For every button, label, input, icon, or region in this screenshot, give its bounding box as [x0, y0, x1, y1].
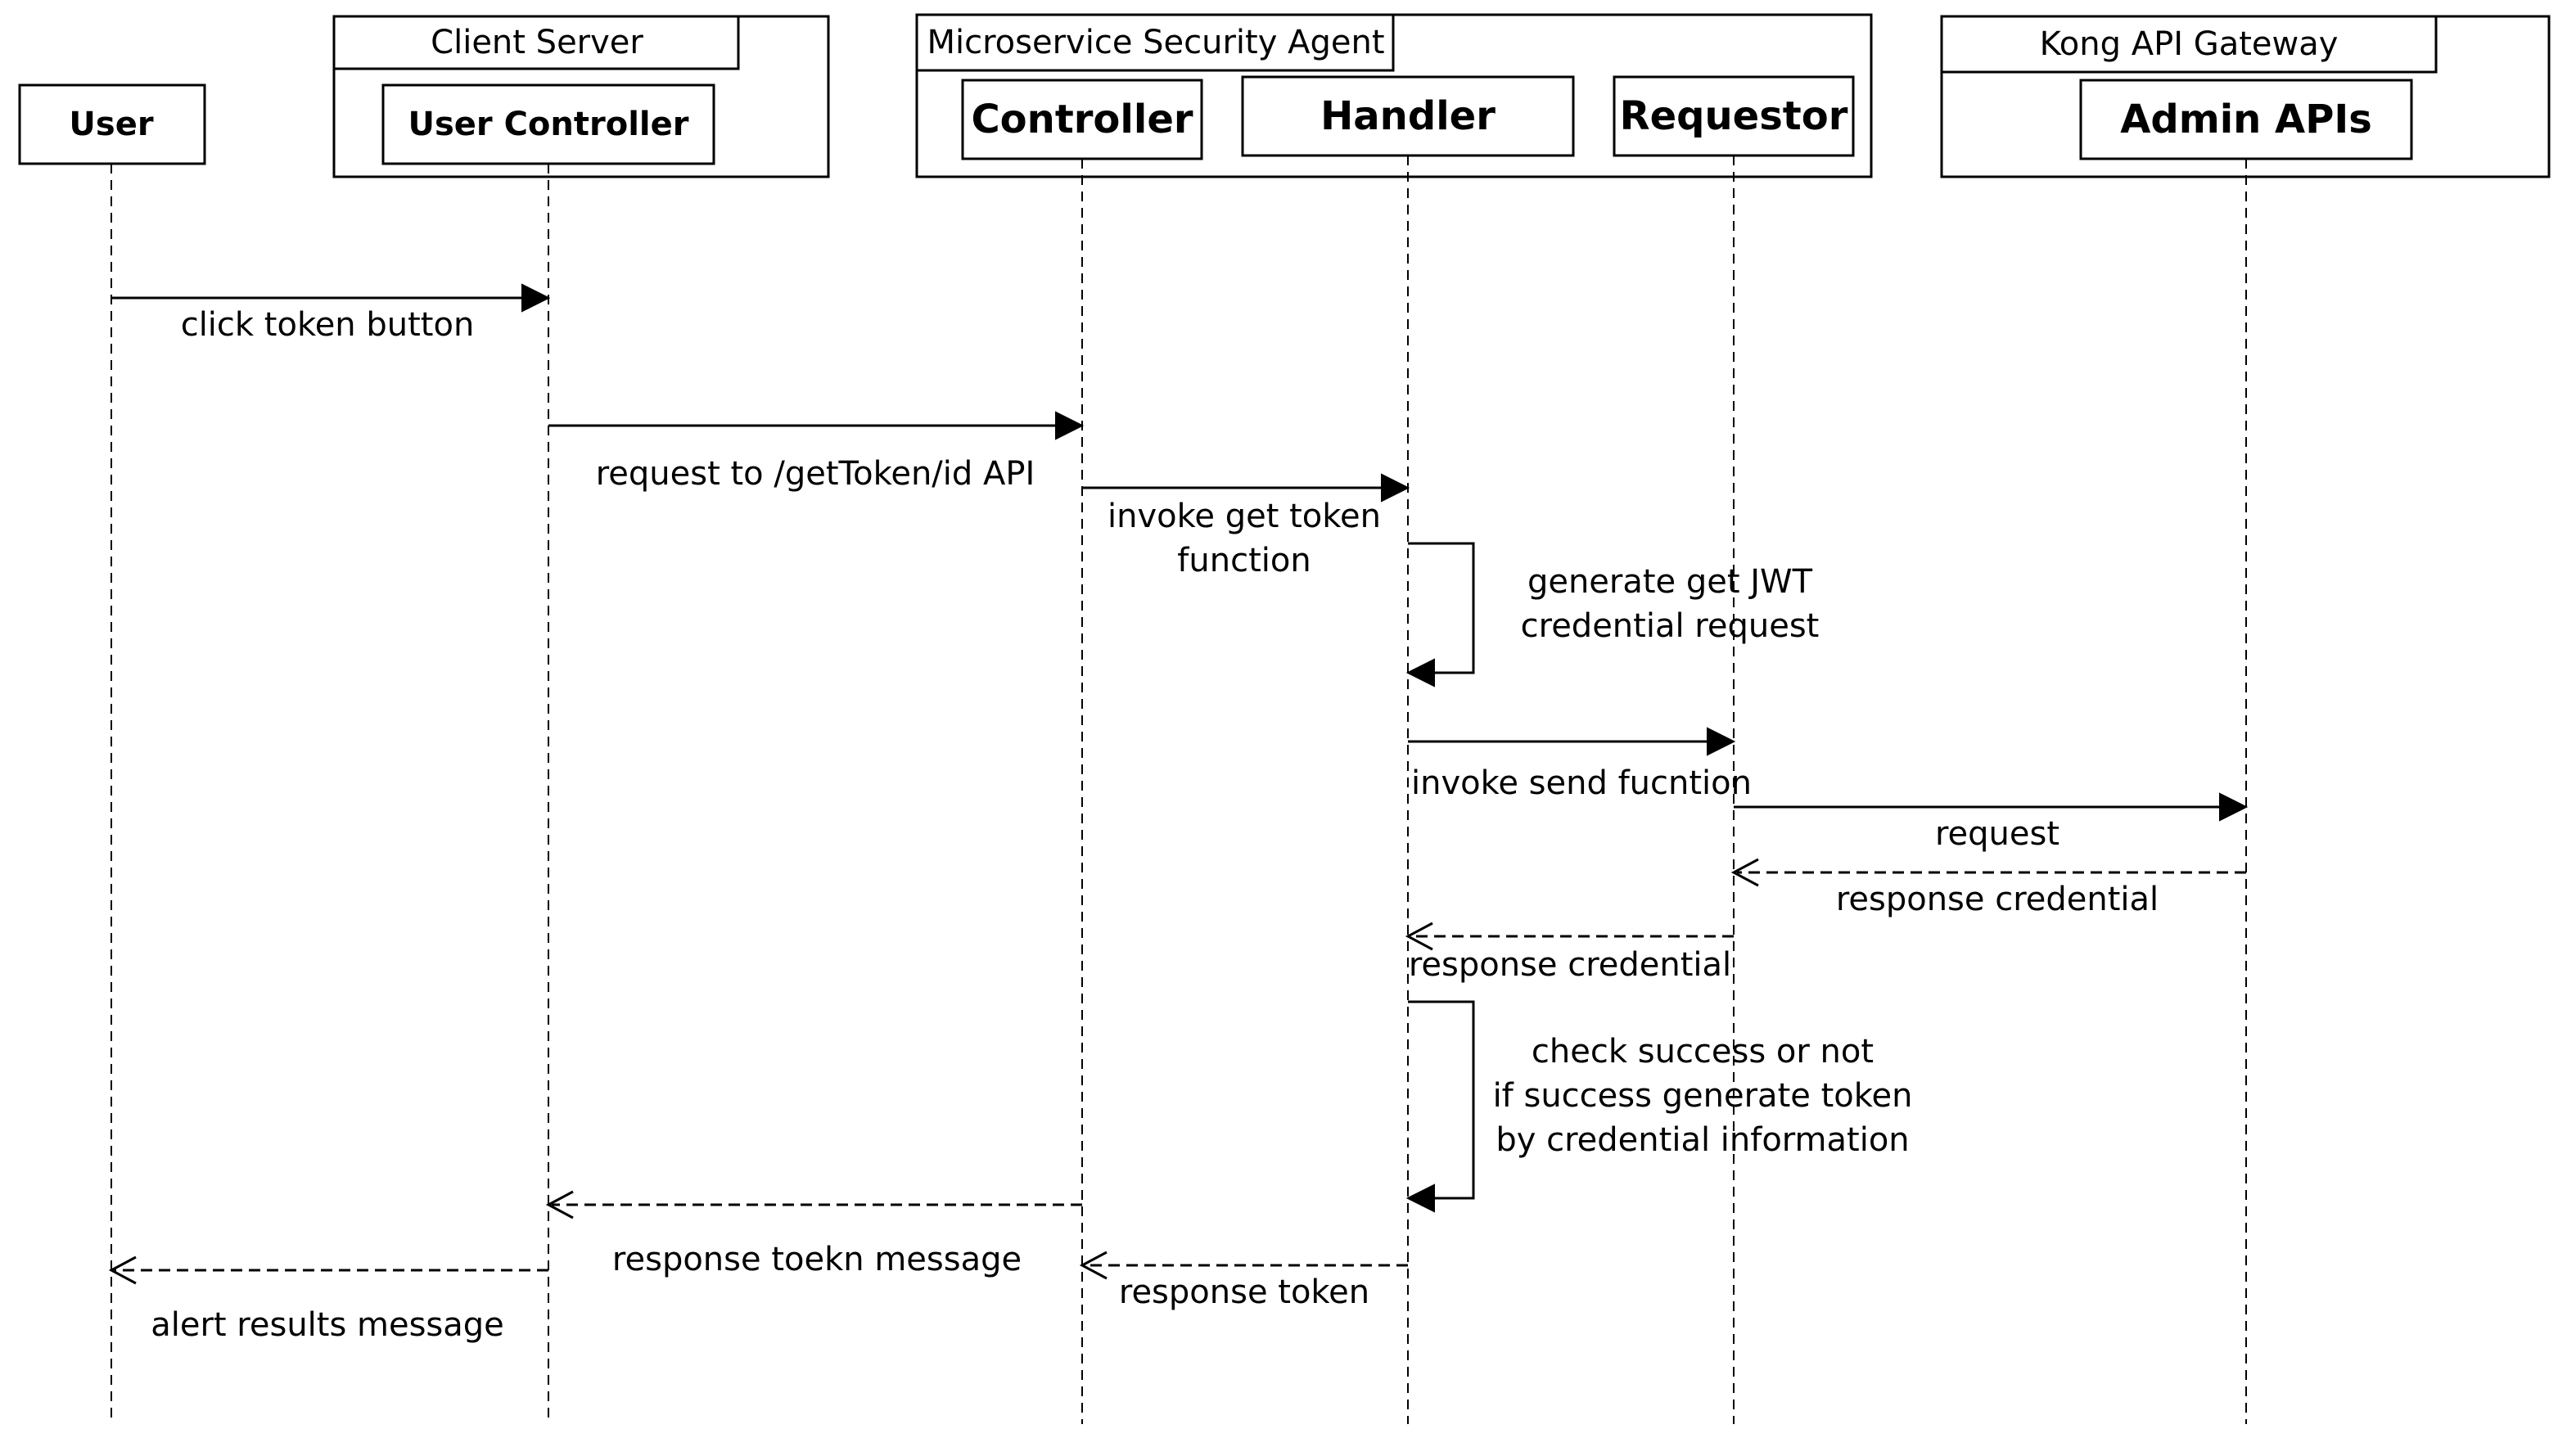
participant-name: Admin APIs [2120, 97, 2372, 142]
participant-name: Handler [1320, 93, 1496, 139]
message-m8: response credential [1405, 922, 1734, 984]
frame-title: Kong API Gateway [2040, 25, 2339, 63]
participant-requestor: Requestor [1613, 75, 1855, 157]
participant-box [18, 83, 206, 165]
message-label: response credential [1836, 881, 2159, 918]
participant-name: Controller [971, 97, 1193, 142]
self-message-line [1408, 542, 1475, 674]
self-message-line [1408, 1000, 1475, 1200]
arrowhead-solid [1055, 411, 1085, 440]
participant-name: User Controller [408, 106, 689, 143]
message-label-line: response token [1119, 1273, 1369, 1311]
arrowhead-solid [1707, 727, 1736, 756]
message-m9: check success or not if success generate … [1405, 1000, 1913, 1213]
frame-title-tab [1940, 15, 2438, 74]
message-label: request [1935, 815, 2059, 853]
message-label: response toekn message [612, 1241, 1022, 1278]
message-label-line: check success or not [1532, 1033, 1874, 1071]
frame-title: Microservice Security Agent [927, 24, 1384, 61]
message-m6: request [1734, 792, 2249, 853]
message-label: check success or not if success generate … [1493, 1033, 1913, 1159]
arrowhead-open [545, 1190, 574, 1219]
message-m4: generate get JWT credential request [1405, 542, 1820, 687]
arrowhead-solid [1405, 658, 1435, 687]
arrowhead-open [1079, 1251, 1108, 1280]
message-m1: click token button [111, 283, 551, 344]
message-label-line: invoke get token [1108, 498, 1381, 535]
message-label-line: click token button [181, 306, 475, 344]
messages: click token button request to /getToken/i… [108, 283, 2249, 1344]
participant-box [961, 79, 1203, 160]
message-m11: response token [1079, 1251, 1408, 1311]
participant-user-controller: User Controller [381, 83, 715, 165]
frame-title: Client Server [431, 24, 643, 61]
message-label-line: invoke send fucntion [1411, 764, 1752, 802]
message-label-line: request to /getToken/id API [596, 455, 1035, 493]
arrowhead-open [1730, 858, 1759, 887]
message-label-line: if success generate token [1493, 1077, 1913, 1115]
arrowhead-solid [1381, 473, 1410, 503]
message-label-line: response toekn message [612, 1241, 1022, 1278]
message-label-line: response credential [1409, 946, 1731, 984]
participant-controller: Controller [961, 79, 1203, 160]
arrowhead-open [1405, 922, 1433, 951]
participants: User User Controller Controller Handler Requ… [18, 75, 2413, 165]
participant-box [381, 83, 715, 165]
arrowhead-open [108, 1255, 137, 1285]
participant-name: User [69, 106, 153, 143]
lifelines [111, 156, 2247, 1424]
participant-box [1241, 75, 1575, 157]
message-m2: request to /getToken/id API [548, 411, 1085, 493]
message-m5: invoke send fucntion [1408, 727, 1752, 802]
message-label-line: alert results message [151, 1306, 504, 1344]
message-label: generate get JWT credential request [1521, 563, 1820, 645]
message-m12: alert results message [108, 1255, 548, 1344]
arrowhead-solid [521, 283, 551, 313]
message-label: invoke send fucntion [1411, 764, 1752, 802]
participant-name: Requestor [1620, 93, 1848, 139]
message-label: response credential [1409, 946, 1731, 984]
participant-user: User [18, 83, 206, 165]
message-m3: invoke get token function [1082, 473, 1410, 579]
message-label-line: credential request [1521, 607, 1820, 645]
participant-handler: Handler [1241, 75, 1575, 157]
message-label-line: by credential information [1496, 1121, 1909, 1159]
message-label-line: function [1177, 542, 1311, 579]
message-label: request to /getToken/id API [596, 455, 1035, 493]
message-m10: response toekn message [545, 1190, 1082, 1278]
message-label: invoke get token function [1108, 498, 1381, 579]
participant-admin-apis: Admin APIs [2079, 79, 2413, 160]
message-label-line: request [1935, 815, 2059, 853]
message-label-line: generate get JWT [1527, 563, 1813, 601]
frame-title-tab [332, 15, 740, 70]
participant-box [1613, 75, 1855, 157]
message-label: click token button [181, 306, 475, 344]
message-label-line: response credential [1836, 881, 2159, 918]
message-label: alert results message [151, 1306, 504, 1344]
frame-title-tab [915, 13, 1395, 72]
arrowhead-solid [1405, 1183, 1435, 1213]
participant-box [2079, 79, 2413, 160]
message-m7: response credential [1730, 858, 2246, 918]
message-label: response token [1119, 1273, 1369, 1311]
arrowhead-solid [2219, 792, 2249, 822]
